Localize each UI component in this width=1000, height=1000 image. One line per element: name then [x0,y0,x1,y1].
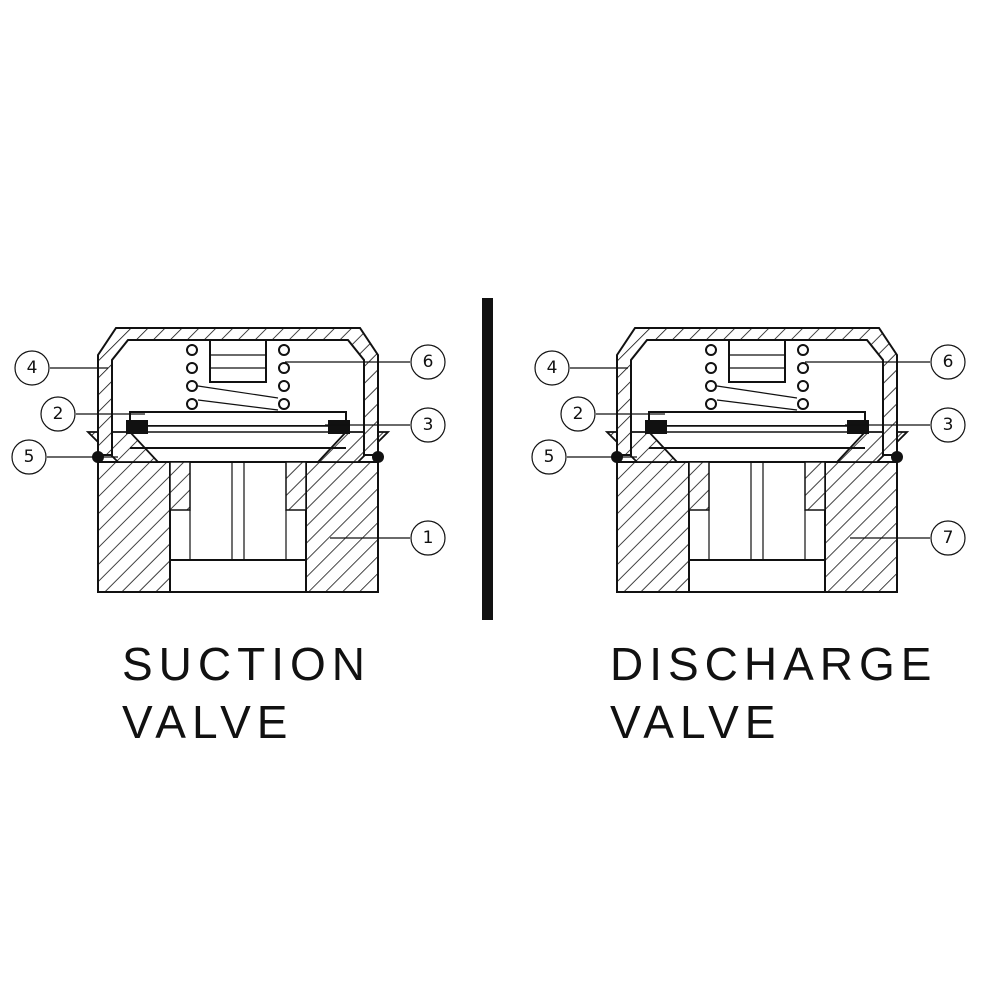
discharge-callout-2: 2 [573,404,584,424]
suction-callout-6: 6 [423,352,434,372]
discharge-valve-section [606,327,908,593]
discharge-callout-7: 7 [943,528,954,548]
suction-callout-4: 4 [27,358,38,378]
discharge-callouts: 4 2 5 6 3 7 [531,344,966,556]
suction-valve-section [87,327,389,593]
suction-caption-line2: VALVE [122,696,293,748]
discharge-callout-4: 4 [547,358,558,378]
discharge-callout-6: 6 [943,352,954,372]
suction-callout-1: 1 [423,528,434,548]
suction-callouts: 4 2 5 6 3 1 [11,344,446,556]
suction-caption-line1: SUCTION [122,638,371,690]
discharge-caption-line2: VALVE [610,696,781,748]
divider-bar [482,298,493,620]
suction-callout-2: 2 [53,404,64,424]
suction-callout-3: 3 [423,415,434,435]
discharge-callout-5: 5 [544,447,555,467]
discharge-callout-3: 3 [943,415,954,435]
discharge-caption-line1: DISCHARGE [610,638,937,690]
suction-callout-5: 5 [24,447,35,467]
